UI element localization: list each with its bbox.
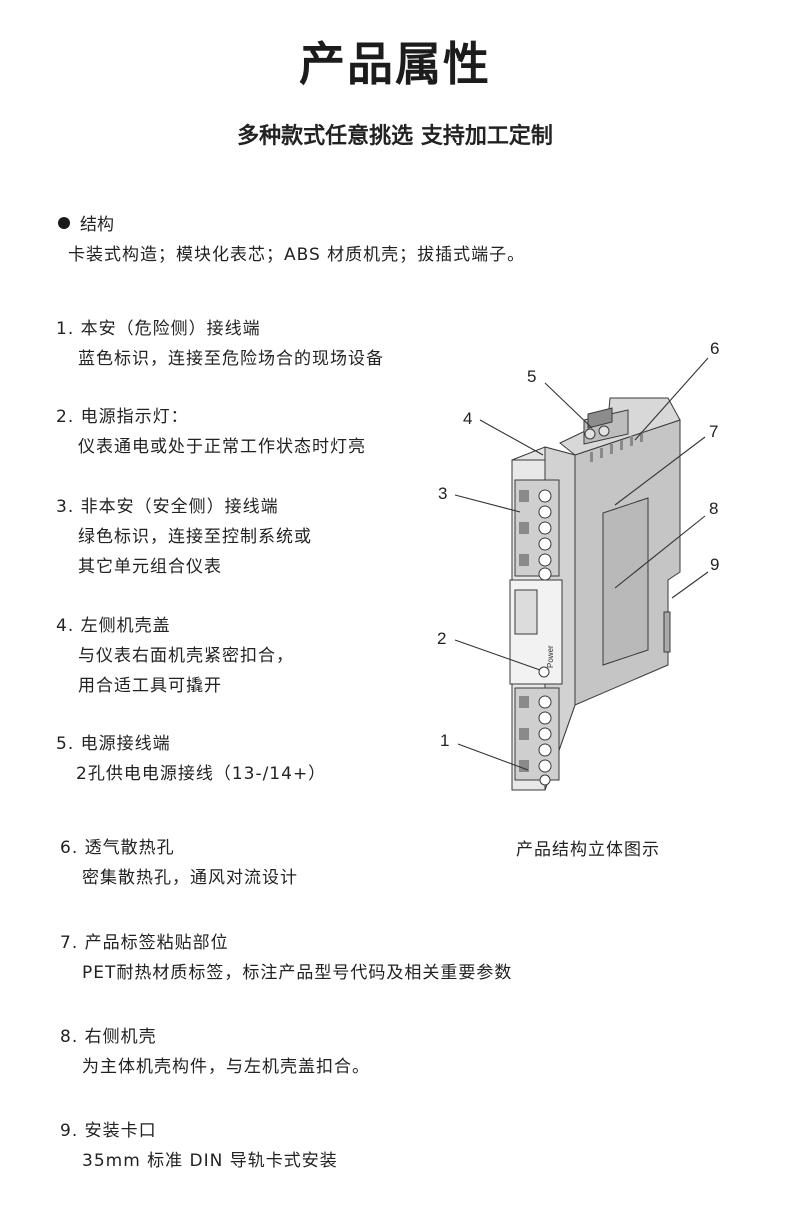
structure-description: 卡装式构造；模块化表芯；ABS 材质机壳；拔插式端子。 [68, 245, 526, 265]
feature-item-desc: 蓝色标识，连接至危险场合的现场设备 [78, 349, 384, 369]
feature-item-desc: 2孔供电电源接线（13-/14+） [76, 764, 327, 784]
callout-1: 1 [440, 731, 449, 750]
callout-3: 3 [438, 484, 447, 503]
feature-item-desc: 密集散热孔，通风对流设计 [82, 868, 298, 888]
callout-6: 6 [710, 339, 719, 358]
feature-item-4: 4. 左侧机壳盖 与仪表右面机壳紧密扣合， 用合适工具可撬开 [56, 611, 294, 701]
power-led [538, 666, 550, 678]
callout-5: 5 [527, 367, 536, 386]
feature-item-label: 2. 电源指示灯： [56, 407, 189, 427]
bullet-icon [58, 216, 70, 229]
feature-item-7: 7. 产品标签粘贴部位 PET耐热材质标签，标注产品型号代码及相关重要参数 [60, 928, 512, 988]
feature-item-desc: 仪表通电或处于正常工作状态时灯亮 [78, 437, 366, 457]
vent-holes [590, 432, 643, 462]
feature-item-label: 5. 电源接线端 [56, 734, 171, 754]
feature-item-3: 3. 非本安（安全侧）接线端 绿色标识，连接至控制系统或 其它单元组合仪表 [56, 492, 312, 582]
feature-item-label: 7. 产品标签粘贴部位 [60, 933, 229, 953]
terminal-screws [538, 489, 552, 581]
structure-heading-label: 结构 [80, 215, 114, 235]
feature-item-label: 8. 右侧机壳 [60, 1027, 157, 1047]
feature-item-label: 9. 安装卡口 [60, 1121, 157, 1141]
feature-item-label: 3. 非本安（安全侧）接线端 [56, 497, 279, 517]
feature-item-label: 4. 左侧机壳盖 [56, 616, 171, 636]
product-structure-diagram: Power 1 2 3 4 5 6 7 [437, 339, 719, 791]
leader-lines [454, 357, 709, 771]
callout-2: 2 [437, 629, 446, 648]
feature-item-9: 9. 安装卡口 35mm 标准 DIN 导轨卡式安装 [60, 1116, 338, 1176]
structure-heading: 结构 [58, 210, 114, 235]
feature-item-desc: 其它单元组合仪表 [78, 557, 222, 577]
feature-item-desc: 用合适工具可撬开 [78, 676, 222, 696]
page-subtitle: 多种款式任意挑选 支持加工定制 [237, 124, 553, 149]
feature-item-desc: 35mm 标准 DIN 导轨卡式安装 [82, 1151, 338, 1171]
callout-4: 4 [463, 409, 472, 428]
feature-item-5: 5. 电源接线端 2孔供电电源接线（13-/14+） [56, 729, 326, 789]
feature-item-label: 1. 本安（危险侧）接线端 [56, 319, 261, 339]
feature-item-desc: 为主体机壳构件，与左机壳盖扣合。 [82, 1057, 370, 1077]
page-title: 产品属性 [299, 37, 491, 91]
power-label: Power [546, 645, 555, 668]
callout-7: 7 [709, 422, 718, 441]
feature-item-desc: 与仪表右面机壳紧密扣合， [78, 646, 294, 666]
feature-item-1: 1. 本安（危险侧）接线端 蓝色标识，连接至危险场合的现场设备 [56, 314, 384, 374]
callout-8: 8 [709, 499, 718, 518]
mounting-slot [663, 611, 671, 653]
feature-item-6: 6. 透气散热孔 密集散热孔，通风对流设计 [60, 833, 298, 893]
feature-item-desc: PET耐热材质标签，标注产品型号代码及相关重要参数 [82, 963, 513, 983]
feature-item-8: 8. 右侧机壳 为主体机壳构件，与左机壳盖扣合。 [60, 1022, 370, 1082]
label-area [602, 497, 649, 666]
diagram-caption: 产品结构立体图示 [516, 840, 660, 860]
feature-item-desc: 绿色标识，连接至控制系统或 [78, 527, 312, 547]
feature-item-2: 2. 电源指示灯： 仪表通电或处于正常工作状态时灯亮 [56, 402, 366, 462]
callout-9: 9 [710, 555, 719, 574]
feature-item-label: 6. 透气散热孔 [60, 838, 175, 858]
